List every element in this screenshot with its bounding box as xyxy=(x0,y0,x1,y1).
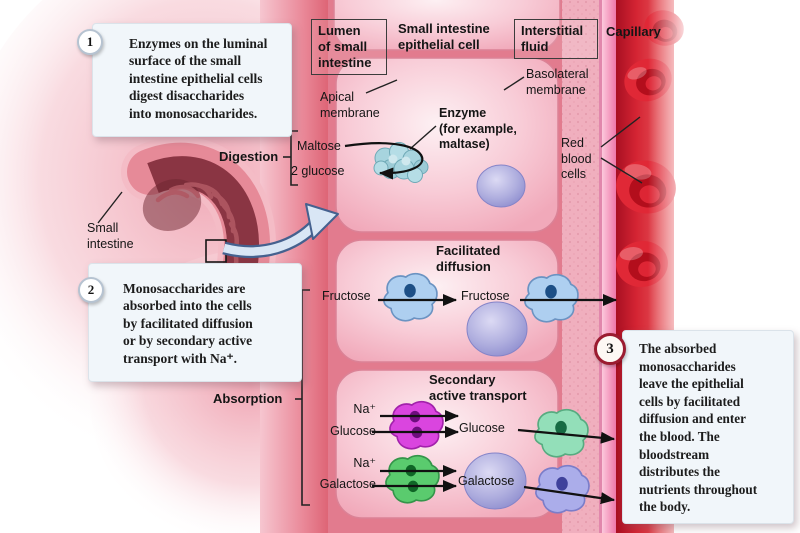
header-capillary: Capillary xyxy=(606,24,661,39)
fructose-transporter-apical xyxy=(383,272,438,322)
step-1-text: Enzymes on the luminal surface of the sm… xyxy=(129,36,268,121)
brackets xyxy=(283,130,310,506)
digestion-arrow xyxy=(344,142,424,180)
galactose-lumen-label: Galactose xyxy=(319,477,376,491)
step-3-badge: 3 xyxy=(594,333,626,365)
enzyme-label: Enzyme (for example, maltase) xyxy=(439,106,517,151)
header-epithelial-cell: Small intestine epithelial cell xyxy=(398,21,490,52)
na-glucose-transporter xyxy=(389,400,444,450)
zoom-arrow-icon xyxy=(222,203,339,259)
na-galactose-label: Na⁺ xyxy=(353,456,376,470)
secondary-active-transport-title: Secondary active transport xyxy=(429,372,527,403)
apical-membrane-label: Apical membrane xyxy=(320,90,380,120)
na-galactose-transporter xyxy=(385,454,440,504)
step-2-text: Monosaccharides are absorbed into the ce… xyxy=(123,281,253,366)
step-1-note: Enzymes on the luminal surface of the sm… xyxy=(92,23,292,137)
step-1-badge: 1 xyxy=(77,29,103,55)
transport-arrows xyxy=(344,142,618,505)
fructose-lumen-label: Fructose xyxy=(322,289,371,303)
small-intestine-label: Small intestine xyxy=(87,221,134,251)
header-lumen: Lumen of small intestine xyxy=(311,19,387,75)
glucose-exit-transporter xyxy=(534,408,589,458)
glucose-cell-label: Glucose xyxy=(459,421,505,435)
step-2-badge: 2 xyxy=(78,277,104,303)
facilitated-diffusion-title: Facilitated diffusion xyxy=(436,243,501,274)
pointer-lines xyxy=(97,76,643,224)
maltose-label: Maltose xyxy=(297,139,341,153)
basolateral-membrane-label: Basolateral membrane xyxy=(526,67,589,97)
galactose-cell-label: Galactose xyxy=(458,474,515,488)
digestion-label: Digestion xyxy=(219,149,279,164)
na-glucose-label: Na⁺ xyxy=(353,402,376,416)
fructose-cell-label: Fructose xyxy=(461,289,510,303)
cell-nuclei xyxy=(463,164,528,510)
absorption-label: Absorption xyxy=(213,391,283,406)
fructose-transporter-basolateral xyxy=(524,273,579,323)
galactose-exit-transporter xyxy=(535,464,590,514)
step-3-note: The absorbed monosaccharides leave the e… xyxy=(622,330,794,524)
step-3-text: The absorbed monosaccharides leave the e… xyxy=(639,341,758,515)
red-blood-cells-label: Red blood cells xyxy=(561,136,592,181)
glucose-lumen-label: Glucose xyxy=(330,424,376,438)
header-interstitial-fluid: Interstitial fluid xyxy=(514,19,598,59)
step-2-note: Monosaccharides are absorbed into the ce… xyxy=(88,263,302,382)
two-glucose-label: 2 glucose xyxy=(291,164,345,178)
